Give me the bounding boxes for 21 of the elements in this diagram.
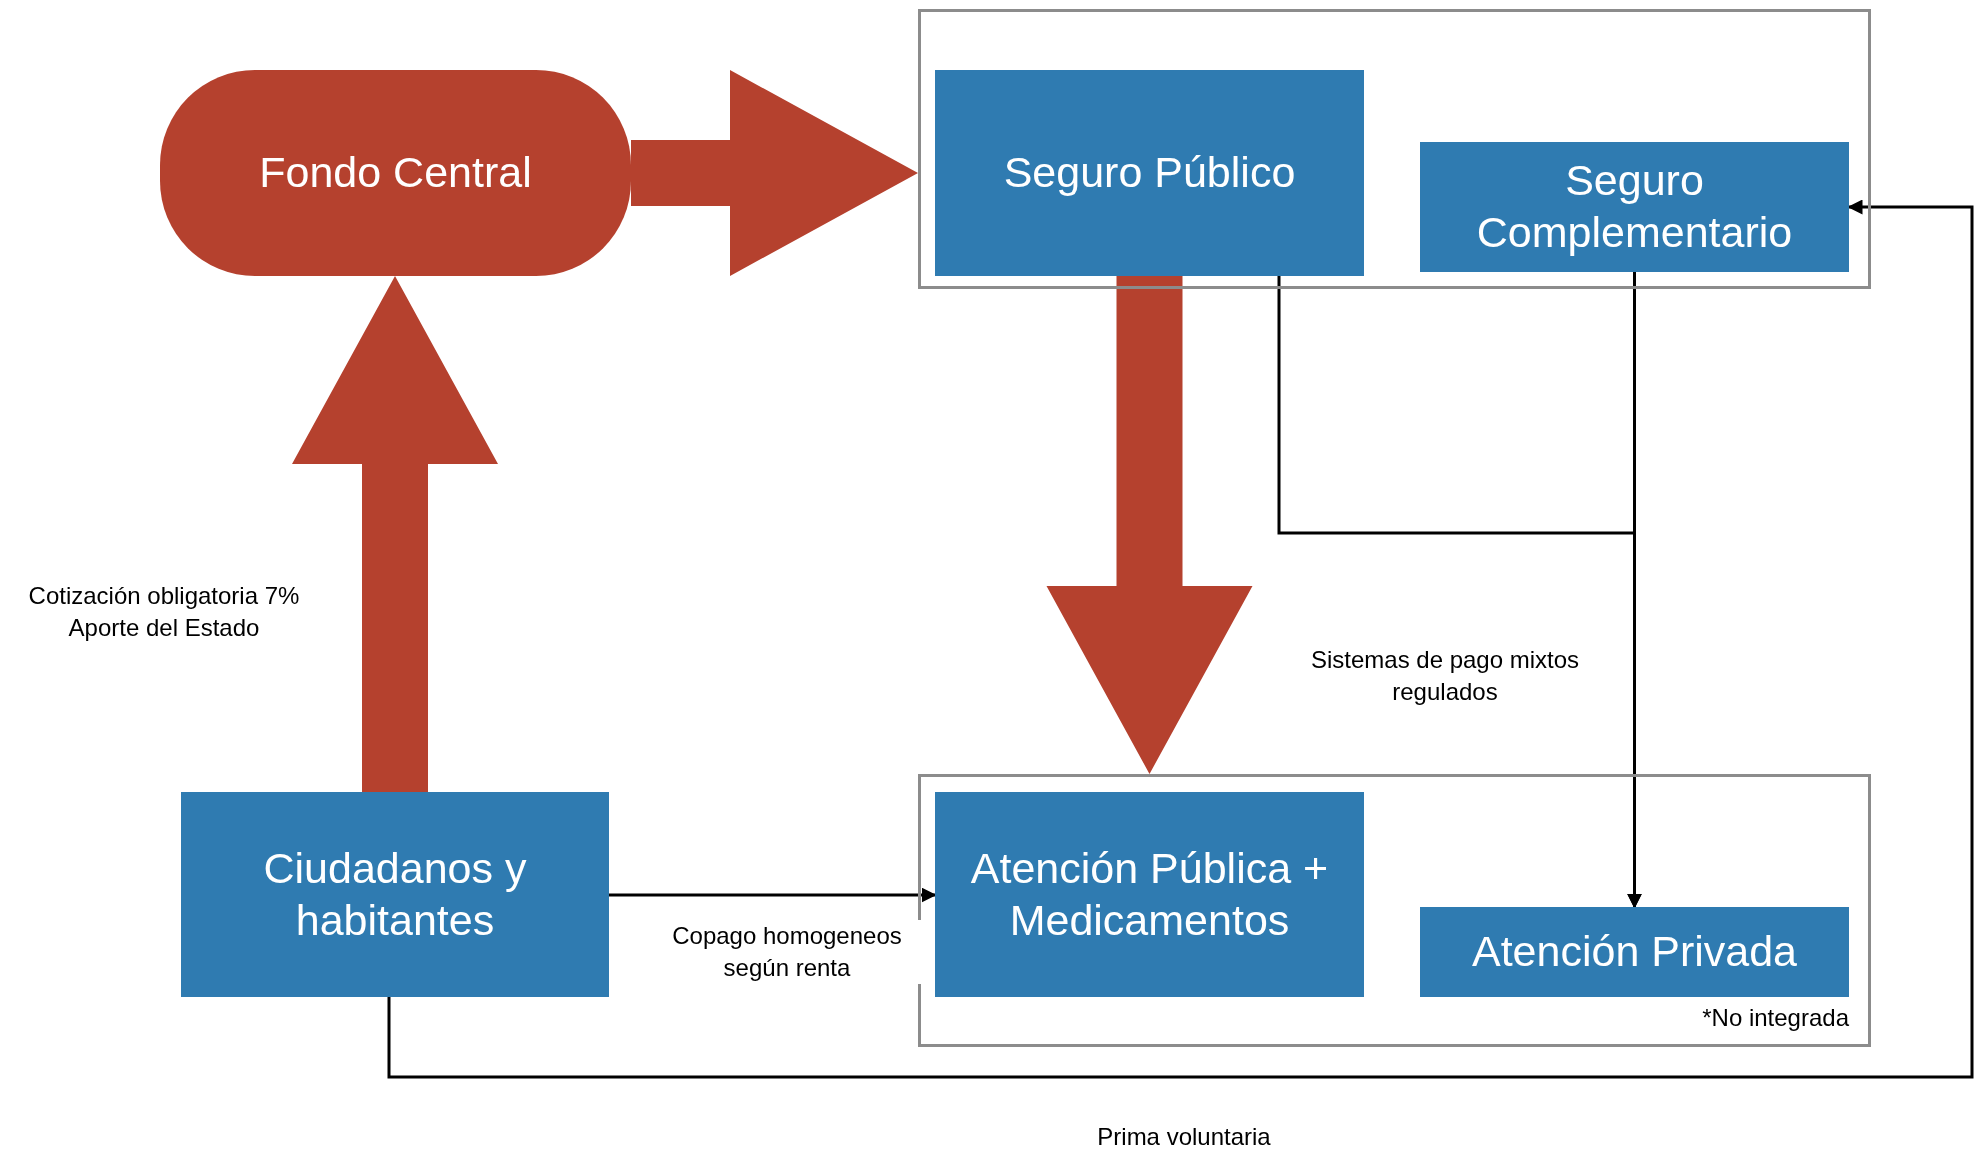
node-label: Fondo Central	[258, 147, 533, 199]
node-label: Seguro Complementario	[1475, 155, 1794, 258]
arrow	[609, 887, 937, 903]
block-arrow	[292, 276, 498, 792]
group-box	[918, 9, 1871, 289]
block-arrow	[631, 70, 918, 276]
arrow	[387, 199, 1974, 1079]
note-text: Sistemas de pago mixtos regulados	[1309, 644, 1581, 707]
process-box	[1420, 142, 1849, 272]
block-arrow	[1046, 276, 1253, 774]
group-box	[918, 774, 1871, 1047]
process-box	[935, 792, 1364, 997]
arrow	[1627, 272, 1642, 909]
node-label: Seguro Público	[1002, 147, 1297, 199]
process-box	[1420, 907, 1849, 997]
node-label: Atención Privada	[1470, 926, 1799, 978]
node-label: Atención Pública + Medicamentos	[969, 842, 1330, 946]
node-label: Ciudadanos y habitantes	[262, 842, 528, 946]
node-note: *No integrada	[1701, 1003, 1849, 1033]
process-box	[935, 70, 1364, 276]
process-box	[181, 792, 609, 997]
